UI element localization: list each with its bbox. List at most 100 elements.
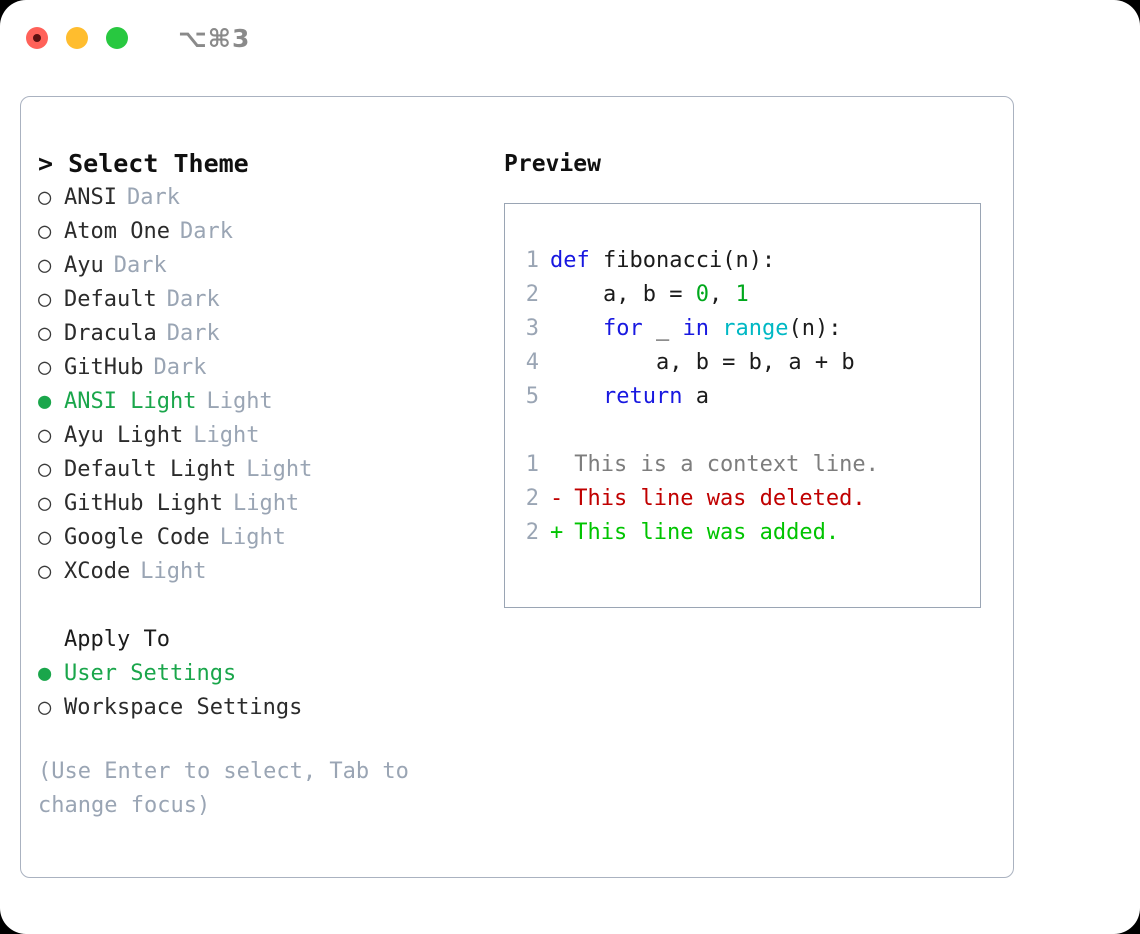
theme-option-label: ANSI Light	[64, 389, 197, 414]
radio-unselected-icon: ○	[38, 525, 52, 550]
theme-variant-badge: Dark	[153, 355, 207, 380]
radio-unselected-icon: ○	[38, 321, 52, 346]
code-token-plain: fibonacci(n):	[589, 248, 776, 273]
radio-selected-icon: ●	[38, 661, 52, 686]
radio-unselected-icon: ○	[38, 695, 52, 720]
code-line: 1 def fibonacci(n):	[517, 244, 980, 278]
code-token-num: 1	[735, 282, 749, 307]
apply-to-list: ● User Settings ○ Workspace Settings	[38, 657, 488, 725]
code-token-plain: ,	[708, 282, 736, 307]
theme-option-label: Dracula	[64, 321, 157, 346]
theme-option-label: GitHub	[64, 355, 144, 380]
diff-body: This line was added.	[561, 520, 840, 545]
code-token-plain	[550, 384, 603, 409]
diff-line: 2- This line was deleted.	[517, 482, 980, 516]
apply-to-option-user-settings[interactable]: ● User Settings	[38, 657, 488, 691]
select-theme-heading: > Select Theme	[38, 149, 249, 178]
code-line-text: for _ in range(n):	[550, 312, 841, 346]
code-token-plain	[550, 316, 603, 341]
theme-variant-badge: Dark	[113, 253, 167, 278]
code-line-number: 2	[525, 282, 539, 307]
code-line-text: a, b = 0, 1	[550, 278, 749, 312]
close-button[interactable]	[26, 27, 48, 49]
code-line-number: 1	[525, 248, 539, 273]
theme-variant-badge: Dark	[166, 321, 220, 346]
radio-unselected-icon: ○	[38, 423, 52, 448]
code-token-plain: a, b = b, a + b	[550, 350, 855, 375]
code-token-plain: (n):	[788, 316, 842, 341]
theme-option-label: Google Code	[64, 525, 210, 550]
theme-option-label: Default	[64, 287, 157, 312]
code-token-num: 0	[695, 282, 709, 307]
diff-body: This line was deleted.	[561, 486, 866, 511]
apply-to-option-workspace-settings[interactable]: ○ Workspace Settings	[38, 691, 488, 725]
radio-unselected-icon: ○	[38, 355, 52, 380]
theme-option-label: Default Light	[64, 457, 237, 482]
radio-unselected-icon: ○	[38, 559, 52, 584]
radio-selected-icon: ●	[38, 389, 52, 414]
diff-body: This is a context line.	[561, 452, 879, 477]
apply-to-option-label: User Settings	[64, 661, 237, 686]
theme-option-label: GitHub Light	[64, 491, 223, 516]
radio-unselected-icon: ○	[38, 287, 52, 312]
code-token-plain	[709, 316, 722, 341]
apply-to-option-label: Workspace Settings	[64, 695, 303, 720]
code-line-number: 5	[525, 384, 539, 409]
theme-variant-badge: Light	[246, 457, 313, 482]
theme-option-ansi-light[interactable]: ● ANSI Light Light	[38, 385, 488, 419]
theme-option-xcode[interactable]: ○ XCode Light	[38, 555, 488, 589]
theme-variant-badge: Light	[232, 491, 300, 516]
theme-variant-badge: Dark	[179, 219, 233, 244]
theme-option-dracula[interactable]: ○ Dracula Dark	[38, 317, 488, 351]
code-token-plain: _	[642, 316, 683, 341]
diff-spacer	[517, 414, 980, 448]
diff-sample: 1 This is a context line.2- This line wa…	[517, 448, 980, 550]
theme-variant-badge: Light	[193, 423, 260, 448]
code-token-kw: for	[602, 316, 643, 341]
diff-line-number: 2	[525, 520, 539, 545]
diff-sign	[550, 448, 561, 482]
title-bar: ⌥⌘3	[0, 0, 1140, 76]
theme-option-label: Ayu Light	[64, 423, 184, 448]
preview-heading: Preview	[504, 151, 601, 177]
code-token-fn: range	[722, 316, 789, 341]
radio-unselected-icon: ○	[38, 253, 52, 278]
diff-line-text: This is a context line.	[550, 448, 879, 482]
code-line-text: def fibonacci(n):	[550, 244, 775, 278]
keyboard-hint: (Use Enter to select, Tab to change focu…	[38, 759, 409, 818]
theme-option-default[interactable]: ○ Default Dark	[38, 283, 488, 317]
theme-option-github[interactable]: ○ GitHub Dark	[38, 351, 488, 385]
diff-sign: -	[550, 486, 564, 511]
code-line-number: 4	[525, 350, 539, 375]
section-spacer	[38, 589, 488, 623]
theme-option-ayu-light[interactable]: ○ Ayu Light Light	[38, 419, 488, 453]
code-line-text: return a	[550, 380, 709, 414]
code-line-number: 3	[525, 316, 539, 341]
theme-variant-badge: Light	[206, 389, 273, 414]
theme-variant-badge: Dark	[166, 287, 220, 312]
maximize-button[interactable]	[106, 27, 128, 49]
diff-line-text: + This line was added.	[550, 516, 839, 550]
radio-unselected-icon: ○	[38, 185, 52, 210]
theme-option-label: XCode	[64, 559, 131, 584]
code-line: 4 a, b = b, a + b	[517, 346, 980, 380]
code-line: 2 a, b = 0, 1	[517, 278, 980, 312]
diff-line: 1 This is a context line.	[517, 448, 980, 482]
apply-to-heading: Apply To	[64, 627, 170, 652]
theme-variant-badge: Light	[140, 559, 207, 584]
diff-line: 2 + This line was added.	[517, 516, 980, 550]
minimize-button[interactable]	[66, 27, 88, 49]
code-token-kw: def	[550, 248, 590, 273]
